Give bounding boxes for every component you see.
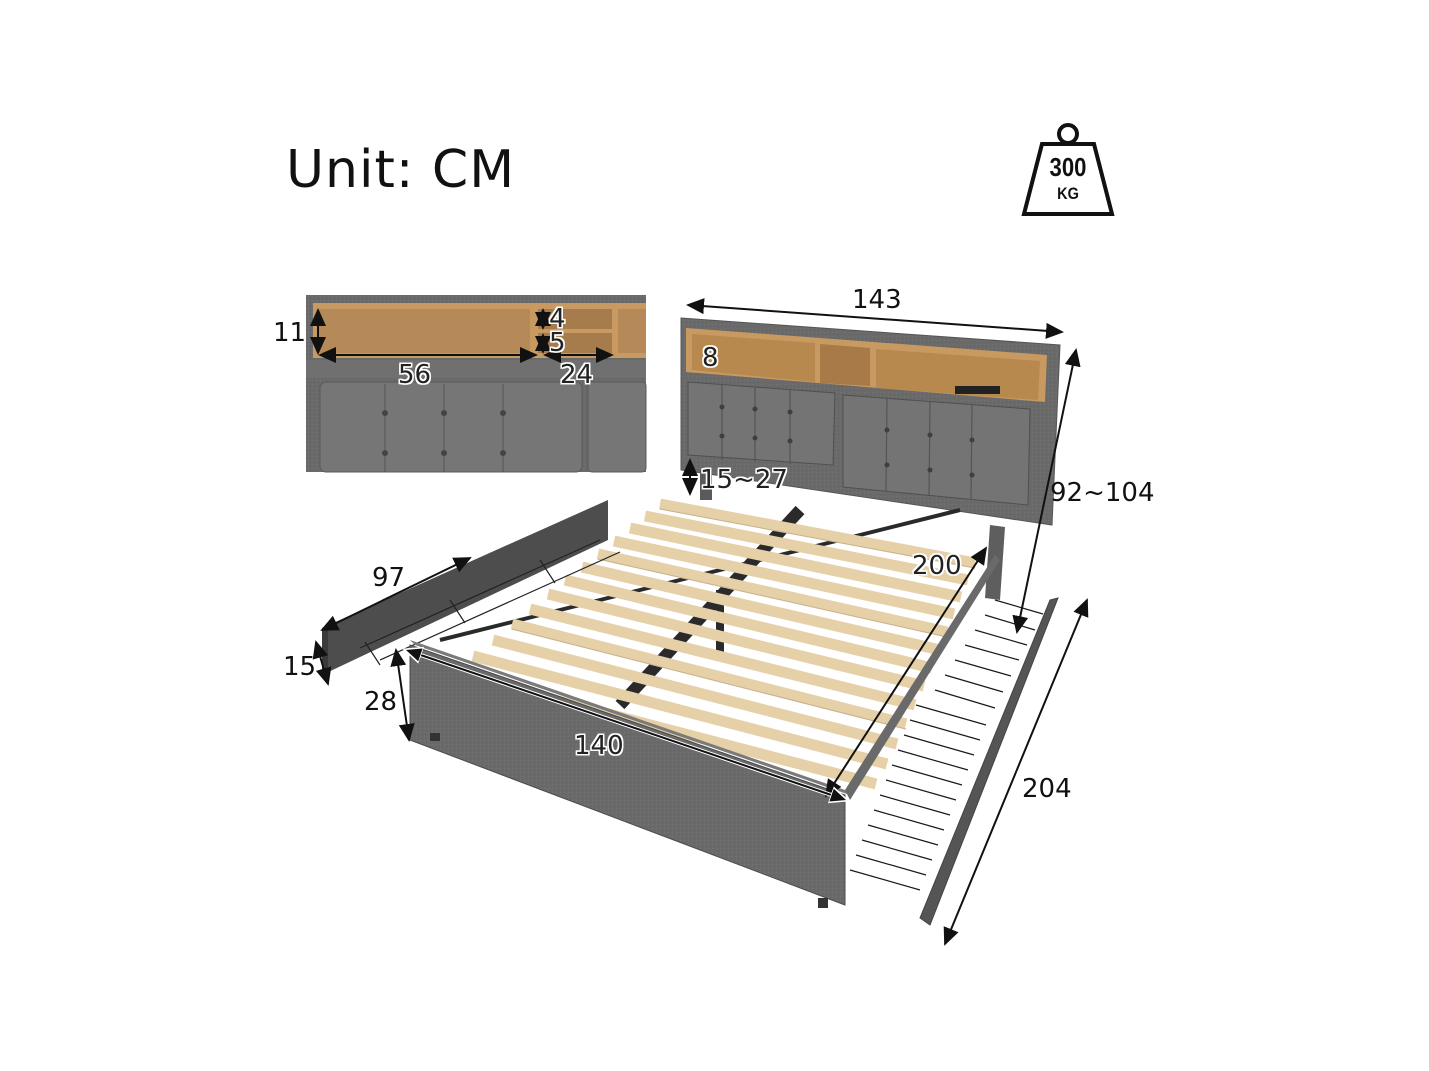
shelf-detail-inset: [306, 295, 647, 473]
unit-label: Unit: CM: [286, 140, 516, 200]
dimension-lines: [312, 298, 1089, 946]
weight-value: 300: [1049, 152, 1087, 182]
dim-headboard-height: 92~104: [1050, 478, 1155, 508]
weight-capacity-badge: 300 KG: [1020, 120, 1116, 220]
dim-drawer-height: 15: [283, 652, 317, 682]
dim-right-compartment-width: 24: [560, 360, 594, 390]
dim-inner-width: 140: [574, 731, 624, 761]
dim-leg-clearance: 15~27: [700, 465, 788, 495]
dim-inner-length: 200: [912, 551, 962, 581]
dim-upper-slot-height: 4: [549, 304, 566, 334]
dim-left-compartment-width: 56: [398, 360, 432, 390]
dim-shelf-depth: 8: [702, 343, 719, 373]
dim-lower-slot-height: 5: [549, 328, 566, 358]
headboard: [680, 317, 1061, 600]
weight-icon: [1021, 123, 1115, 216]
dim-shelf-height: 11: [273, 318, 307, 348]
dim-outer-length: 204: [1022, 774, 1072, 804]
weight-unit: KG: [1057, 184, 1079, 203]
dim-headboard-width: 143: [852, 285, 902, 315]
dim-side-rail-height: 28: [364, 687, 398, 717]
dim-drawer-length: 97: [372, 563, 406, 593]
